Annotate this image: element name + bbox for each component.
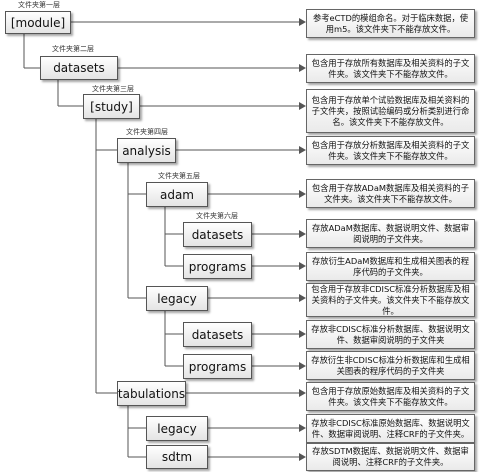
folder-node-adam-programs: programs bbox=[183, 254, 252, 279]
description-datasets: 包含用于存放所有数据库及相关资料的子文件夹。该文件夹下不能存放文件。 bbox=[306, 54, 475, 83]
level-label-4: 文件夹第四层 bbox=[126, 128, 168, 136]
description-analysis: 包含用于存放分析数据库及相关资料的子文件夹。该文件夹下不能存放文件。 bbox=[306, 136, 475, 165]
level-label-5: 文件夹第五层 bbox=[158, 172, 200, 180]
folder-node-analysis: analysis bbox=[117, 138, 176, 163]
folder-node-adam-datasets: datasets bbox=[183, 222, 252, 247]
folder-node-legacy: legacy bbox=[146, 286, 208, 311]
description-sdtm: 存放SDTM数据库、数据说明文件、数据审阅说明、注释CRF的子文件夹。 bbox=[306, 443, 475, 471]
folder-node-sdtm: sdtm bbox=[146, 445, 208, 469]
description-legacy-datasets: 存放非CDISC标准分析数据库、数据说明文件、数据审阅说明的子文件夹 bbox=[306, 320, 475, 349]
folder-node-tab-legacy: legacy bbox=[146, 416, 208, 441]
level-label-2: 文件夹第二层 bbox=[52, 45, 94, 53]
description-legacy: 包含用于存放非CDISC标准分析数据库及相关资料的子文件夹。该文件夹下不能存放文… bbox=[306, 283, 475, 317]
folder-node-legacy-datasets: datasets bbox=[183, 322, 252, 347]
description-adam-programs: 存放衍生ADaM数据库和生成相关图表的程序代码的子文件夹。 bbox=[306, 252, 475, 281]
folder-node-tabulations: tabulations bbox=[117, 381, 186, 406]
folder-node-legacy-programs: programs bbox=[183, 354, 252, 379]
folder-node-adam: adam bbox=[146, 182, 208, 207]
level-label-3: 文件夹第三层 bbox=[92, 85, 134, 93]
level-label-6: 文件夹第六层 bbox=[196, 212, 238, 220]
description-tabulations: 包含用于存放原始数据库及相关资料的子文件夹。该文件夹下不能存放文件。 bbox=[306, 382, 475, 411]
description-legacy-programs: 存放衍生非CDISC标准分析数据库和生成相关图表的程序代码的子文件夹 bbox=[306, 351, 475, 380]
description-study: 包含用于存放单个试验数据库及相关资料的子文件夹，按照试验编码或分析类别进行命名。… bbox=[306, 89, 475, 133]
folder-node-datasets: datasets bbox=[40, 56, 118, 80]
description-tab-legacy: 存放非CDISC标准原始数据库、数据说明文件、数据审阅说明、注释CRF的子文件夹… bbox=[306, 414, 475, 443]
level-label-1: 文件夹第一层 bbox=[18, 1, 60, 9]
folder-node-study: [study] bbox=[83, 94, 140, 119]
folder-node-module: [module] bbox=[5, 11, 71, 34]
description-adam: 包含用于存放ADaM数据库及相关资料的子文件夹。该文件夹下不能存放文件。 bbox=[306, 179, 475, 208]
description-adam-datasets: 存放ADaM数据库、数据说明文件、数据审阅说明的子文件夹。 bbox=[306, 219, 475, 248]
description-module: 参考eCTD的模组命名。对于临床数据，使用m5。该文件夹下不能存放文件。 bbox=[306, 9, 475, 38]
